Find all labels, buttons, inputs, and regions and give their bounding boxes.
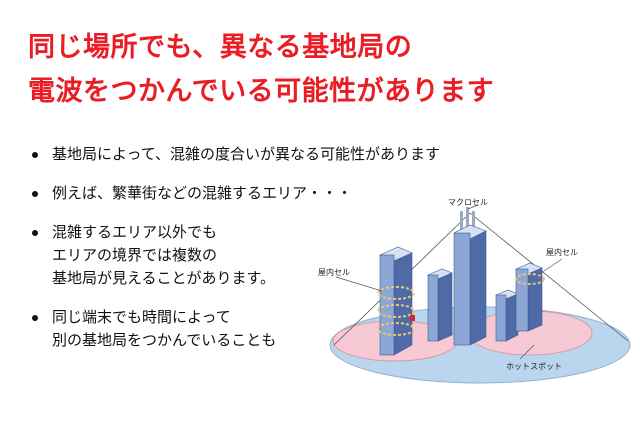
bullet-item: 同じ端末でも時間によって 別の基地局をつかんでいることも [28,306,358,352]
macro-cell-label: マクロセル [448,198,488,207]
bullet-dot-icon [32,230,38,236]
bullet-dot-icon [32,152,38,158]
indoor-cell-left-label: 屋内セル [318,267,350,277]
indoor-cell-right-label: 屋内セル [546,247,578,257]
bullet-list: 基地局によって、混雑の度合いが異なる可能性があります 例えば、繁華街などの混雑す… [28,143,441,368]
bullet-text: 別の基地局をつかんでいることも [52,331,277,349]
leader-macro [467,204,479,210]
cell-coverage-diagram: マクロセル 屋内セル 屋内セル ホットスポット [310,195,640,395]
bullet-text: 基地局が見えることがあります。 [52,269,276,287]
title-line-1: 同じ場所でも、異なる基地局の [28,32,413,63]
bullet-text: 基地局によって、混雑の度合いが異なる可能性があります [52,145,441,163]
building-macro-tower [453,207,487,346]
bullet-dot-icon [32,315,38,321]
bullet-item: 例えば、繁華街などの混雑するエリア・・・ [28,182,358,205]
indoor-antenna-icon [410,315,415,321]
page-title: 同じ場所でも、異なる基地局の 電波をつかんでいる可能性があります [28,26,494,114]
bullet-text: 同じ端末でも時間によって [52,308,231,326]
building-mid-small [427,268,453,342]
bullet-item: 混雑するエリア以外でも エリアの境界では複数の 基地局が見えることがあります。 [28,221,358,290]
bullet-text: エリアの境界では複数の [52,246,218,264]
bullet-text: 混雑するエリア以外でも [52,223,218,241]
cell-diagram-svg: マクロセル 屋内セル 屋内セル ホットスポット [318,198,631,384]
building-right-indoor [515,262,545,332]
bullet-text: 例えば、繁華街などの混雑するエリア・・・ [52,184,353,202]
hotspot-label: ホットスポット [506,362,562,371]
building-left [377,246,415,356]
bullet-dot-icon [32,191,38,197]
macro-beam-line-right [469,212,629,342]
leader-hotspot [519,344,535,360]
bullet-item: 基地局によって、混雑の度合いが異なる可能性があります [28,143,441,166]
leader-indoor-right [537,258,563,276]
title-line-2: 電波をつかんでいる可能性があります [28,76,495,107]
leader-indoor-left [335,276,383,292]
